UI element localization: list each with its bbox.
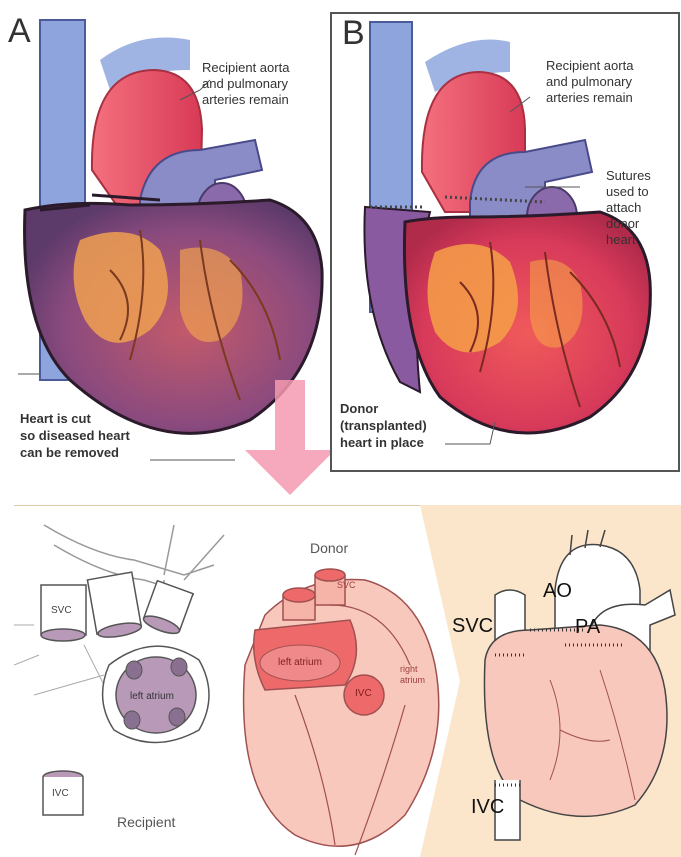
implanted-pa-label: PA [575, 616, 600, 639]
recipient-svc-label: SVC [51, 605, 72, 616]
recipient-drawing [14, 505, 254, 855]
donor-label: Donor [310, 540, 348, 556]
panel-a-letter: A [8, 12, 31, 51]
pulmonary-vein-opening [124, 711, 140, 729]
panel-b-letter: B [342, 14, 365, 53]
donor-ivc-label: IVC [355, 688, 372, 699]
recipient-label: Recipient [117, 814, 175, 830]
pulmonary-vein-opening [169, 708, 185, 726]
recipient-ivc-label: IVC [52, 788, 69, 799]
recipient-left-atrium-label: left atrium [130, 691, 174, 702]
implanted-ao-label: AO [543, 580, 572, 603]
panel-b-sutures-label: Sutures used to attach donor heart [606, 168, 651, 248]
panel-a-top-label: Recipient aorta and pulmonary arteries r… [202, 60, 289, 108]
panel-b-bottom-label: Donor (transplanted) heart in place [340, 400, 427, 451]
implanted-svc-label: SVC [452, 615, 493, 638]
transition-arrow [240, 380, 340, 500]
donor-right-atrium-label: right atrium [400, 664, 425, 686]
donor-heart-body [244, 579, 439, 846]
donor-left-atrium-label: left atrium [278, 657, 322, 668]
panel-b-top-label: Recipient aorta and pulmonary arteries r… [546, 58, 633, 106]
panel-a-bottom-label: Heart is cut so diseased heart can be re… [20, 410, 130, 461]
pulmonary-vein-opening [126, 661, 142, 679]
svc-opening [41, 629, 85, 641]
donor-vessel-opening [283, 588, 315, 602]
implanted-ivc-label: IVC [471, 796, 504, 819]
donor-svc-label: SVC [337, 580, 356, 590]
pulmonary-vein-opening [171, 658, 187, 676]
